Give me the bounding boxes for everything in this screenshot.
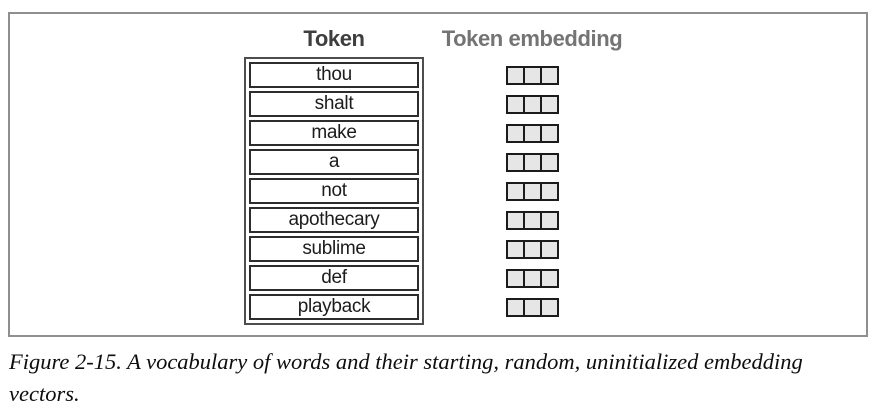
token-row: playback [249,294,419,320]
embedding-vector [506,152,559,172]
embedding-vector-row [506,294,559,320]
embedding-vector [506,94,559,114]
embedding-vector-row [506,207,559,233]
token-row: thou [249,62,419,88]
token-row: a [249,149,419,175]
token-embedding-column-header: Token embedding [441,26,623,51]
token-table: thou shalt make a not apothecary sublime def pla… [244,57,424,325]
token-row: make [249,120,419,146]
figure-caption: Figure 2-15. A vocabulary of words and t… [9,349,803,406]
token-row: apothecary [249,207,419,233]
token-row: not [249,178,419,204]
embedding-vector [506,239,559,259]
embedding-column [506,62,559,320]
token-column-header: Token [303,26,365,51]
embedding-vector-row [506,62,559,88]
embedding-cell [540,181,559,201]
embedding-vector-row [506,120,559,146]
embedding-cell [540,210,559,230]
embedding-vector [506,181,559,201]
embedding-cell [540,123,559,143]
embedding-vector-row [506,178,559,204]
figure-frame: Token Token embedding thou shalt make a not a… [8,12,868,337]
token-row: shalt [249,91,419,117]
embedding-vector [506,65,559,85]
embedding-cell [540,152,559,172]
embedding-vector [506,297,559,317]
embedding-vector-row [506,91,559,117]
embedding-cell [540,297,559,317]
token-row: def [249,265,419,291]
embedding-cell [540,239,559,259]
embedding-vector [506,123,559,143]
embedding-cell [540,268,559,288]
embedding-cell [540,94,559,114]
embedding-cell [540,65,559,85]
embedding-vector-row [506,236,559,262]
embedding-vector [506,210,559,230]
embedding-vector-row [506,265,559,291]
token-row: sublime [249,236,419,262]
embedding-vector [506,268,559,288]
embedding-vector-row [506,149,559,175]
